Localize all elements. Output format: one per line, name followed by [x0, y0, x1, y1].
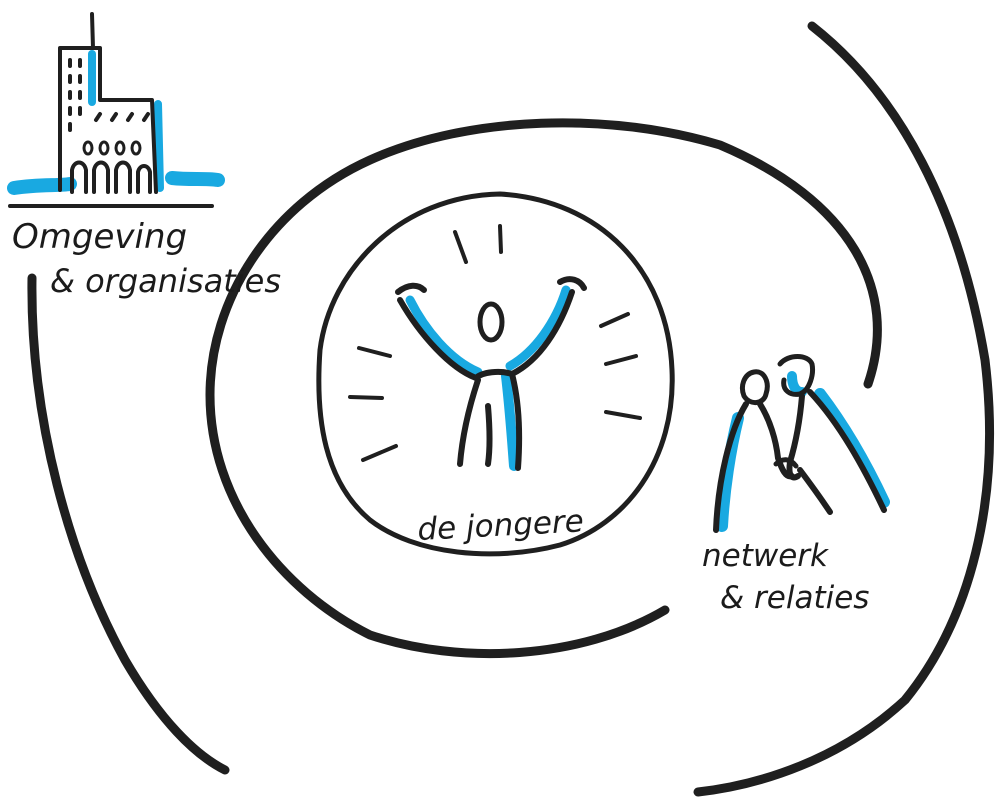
couple-held-hands — [773, 457, 799, 469]
building-ground-accent — [7, 171, 225, 195]
person-left-arm-accent — [405, 295, 483, 377]
person-left-arm — [395, 282, 479, 381]
building-arches — [70, 160, 152, 194]
outer-ring-right-arc — [693, 21, 994, 797]
building-hall-accent — [154, 100, 164, 192]
building-icon — [7, 12, 225, 208]
outer-ring-label-line2: & organisaties — [50, 262, 281, 300]
person-right-arm — [509, 276, 587, 377]
couple-right-head — [777, 354, 815, 397]
person-body-accent — [501, 371, 519, 471]
outer-ring-label-line1: Omgeving — [12, 217, 187, 257]
middle-ring — [205, 118, 882, 659]
building-outline — [8, 12, 214, 208]
middle-ring-label-line2: & relaties — [720, 580, 869, 616]
inner-circle — [316, 191, 675, 557]
couple-left-head — [739, 369, 770, 405]
building-arched-windows — [82, 140, 142, 156]
couple-left-body — [713, 401, 795, 533]
person-right-arm-accent — [505, 285, 571, 371]
center-label: de jongere — [417, 503, 585, 548]
outer-ring-left-arc — [27, 273, 230, 775]
couple-icon — [713, 354, 890, 533]
person-head — [477, 301, 505, 343]
person-body — [457, 368, 523, 471]
excitement-rays — [348, 224, 642, 462]
building-windows — [68, 58, 150, 132]
couple-right-accent — [814, 388, 890, 508]
cheering-person-icon — [348, 224, 642, 471]
couple-right-head-accent — [787, 371, 807, 397]
middle-ring-label-line1: netwerk — [702, 538, 829, 574]
